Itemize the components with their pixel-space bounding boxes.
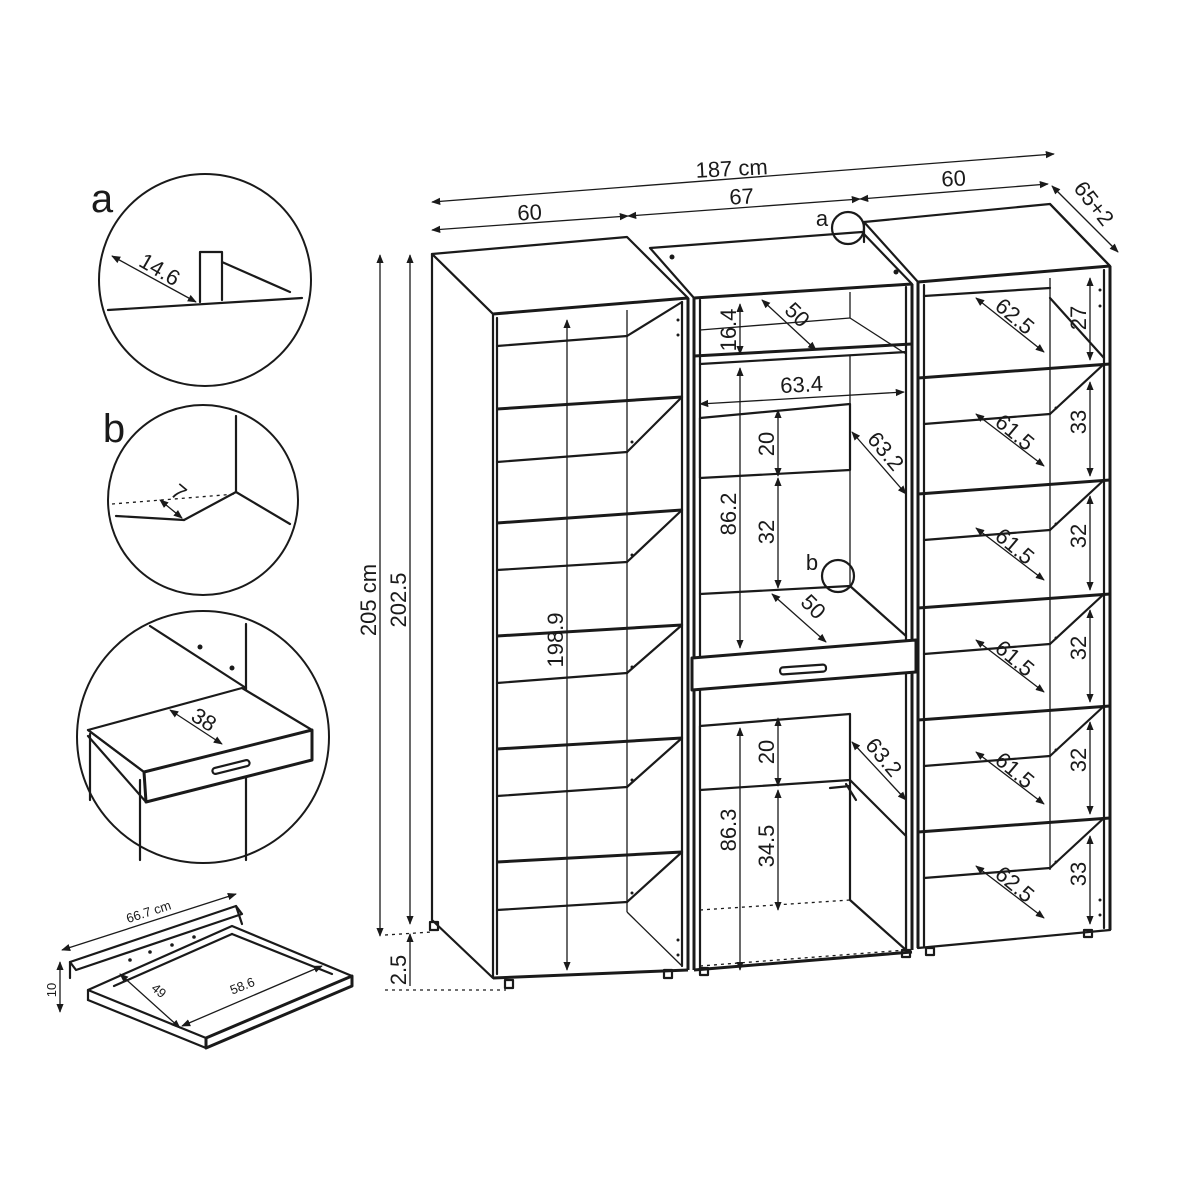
total-height-label: 205 cm	[356, 564, 381, 636]
lower-inner-height-label: 34.5	[754, 825, 779, 868]
depth-label: 65+2	[1069, 176, 1119, 230]
middle-width-label: 67	[729, 183, 755, 209]
wardrobe-main	[428, 202, 1112, 990]
plinth-label: 2.5	[386, 955, 411, 986]
left-inner-height-label: 198.9	[543, 612, 568, 667]
right-shelf-2-height: 33	[1066, 410, 1091, 434]
lower-door-height-label: 20	[754, 740, 779, 764]
right-shelf-5-height: 32	[1066, 748, 1091, 772]
right-shelf-6-depth: 62.5	[990, 861, 1039, 908]
middle-inner-width-label: 63.4	[780, 371, 824, 398]
detail-drawer: 38	[76, 610, 330, 864]
detail-a: a 14.6	[91, 173, 312, 387]
marker-b: b	[806, 550, 818, 575]
right-shelf-4-height: 32	[1066, 636, 1091, 660]
body-height-label: 202.5	[386, 572, 411, 627]
right-shelf-6-height: 33	[1066, 862, 1091, 886]
desk-depth-label: 50	[796, 589, 831, 624]
right-shelf-3-height: 32	[1066, 524, 1091, 548]
right-shelf-4-depth: 61.5	[990, 635, 1039, 682]
detail-a-title: a	[91, 177, 114, 221]
top-niche-height-label: 16.4	[716, 309, 741, 352]
marker-a: a	[816, 206, 829, 231]
upper-inner-height-label: 32	[754, 520, 779, 544]
right-shelf-1-height: 27	[1066, 306, 1091, 330]
detail-b: b 7	[103, 404, 299, 596]
left-shelves	[495, 300, 684, 912]
dimension-lines	[376, 151, 1119, 991]
right-shelf-3-depth: 61.5	[990, 523, 1039, 570]
detail-markers: a b	[806, 206, 866, 594]
total-width-label: 187 cm	[695, 154, 768, 183]
lower-depth-label: 63.2	[860, 733, 907, 782]
detail-b-title: b	[103, 407, 125, 451]
pull-out-tray: 66.7 cm 10 49 58.6	[44, 893, 354, 1050]
left-width-label: 60	[517, 199, 543, 225]
tray-height-label: 10	[44, 983, 59, 997]
upper-door-height-label: 20	[754, 432, 779, 456]
lower-block-height-label: 86.3	[716, 809, 741, 852]
right-cabinet	[862, 202, 1112, 957]
right-shelf-1-depth: 62.5	[990, 293, 1039, 340]
right-shelves	[917, 286, 1111, 880]
right-width-label: 60	[941, 165, 967, 191]
top-niche-depth-label: 50	[780, 297, 815, 332]
right-shelf-5-depth: 61.5	[990, 747, 1039, 794]
upper-block-height-label: 86.2	[716, 493, 741, 536]
left-cabinet	[428, 235, 690, 990]
